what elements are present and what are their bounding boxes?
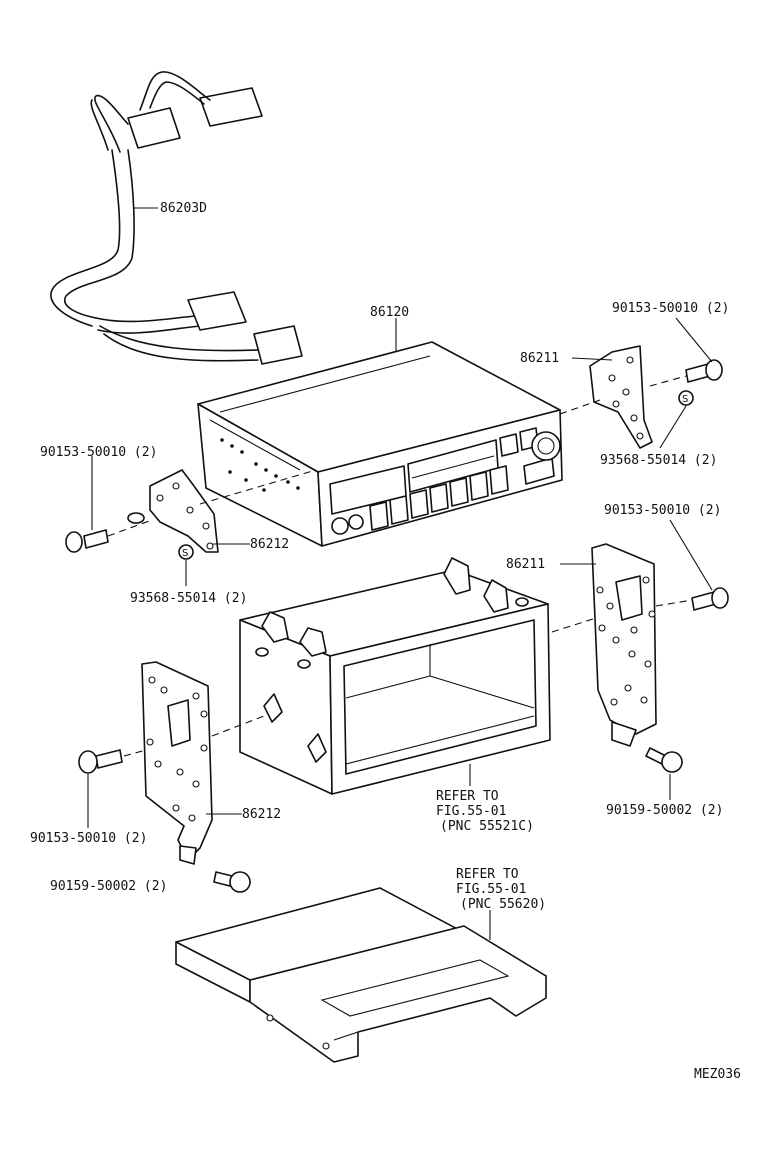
label-bracket-left-lower: 86212	[242, 807, 281, 822]
bracket-86212-upper	[127, 469, 219, 553]
washer-left-upper: S	[178, 544, 194, 560]
label-box-ref: REFER TO FIG.55-01 (PNC 55521C)	[436, 789, 534, 834]
label-bracket-right-lower: 86211	[506, 557, 545, 572]
label-screw-left-lower: 90159-50002 (2)	[50, 879, 167, 894]
bolt-right-lower	[691, 587, 729, 611]
pocket-tray	[175, 887, 547, 1063]
label-bolt-right-lower: 90153-50010 (2)	[604, 503, 721, 518]
label-harness: 86203D	[160, 201, 207, 216]
bolt-left-lower	[78, 749, 123, 774]
svg-text:S: S	[682, 394, 688, 405]
label-bracket-left-upper: 86212	[250, 537, 289, 552]
label-washer-left-upper: 93568-55014 (2)	[130, 591, 247, 606]
bracket-86211-lower	[591, 543, 657, 747]
wire-harness-86203d	[50, 71, 303, 365]
label-receiver: 86120	[370, 305, 409, 320]
drawing-code: MEZ036	[694, 1067, 741, 1082]
label-tray-ref: REFER TO FIG.55-01 (PNC 55620)	[456, 867, 546, 912]
mounting-box	[239, 557, 551, 795]
bolt-right-upper	[685, 359, 723, 383]
screw-right-lower	[645, 747, 683, 773]
label-bolt-right-upper: 90153-50010 (2)	[612, 301, 729, 316]
bracket-86211-upper	[589, 345, 653, 449]
bracket-86212-lower	[141, 661, 213, 865]
radio-receiver-86120	[197, 341, 563, 547]
label-screw-right-lower: 90159-50002 (2)	[606, 803, 723, 818]
svg-text:S: S	[182, 548, 188, 559]
screw-left-lower	[213, 871, 251, 893]
label-washer-right-upper: 93568-55014 (2)	[600, 453, 717, 468]
bolt-left-upper	[65, 529, 109, 553]
label-bracket-right-upper: 86211	[520, 351, 559, 366]
label-bolt-left-upper: 90153-50010 (2)	[40, 445, 157, 460]
washer-right-upper: S	[678, 390, 694, 406]
label-bolt-left-lower: 90153-50010 (2)	[30, 831, 147, 846]
